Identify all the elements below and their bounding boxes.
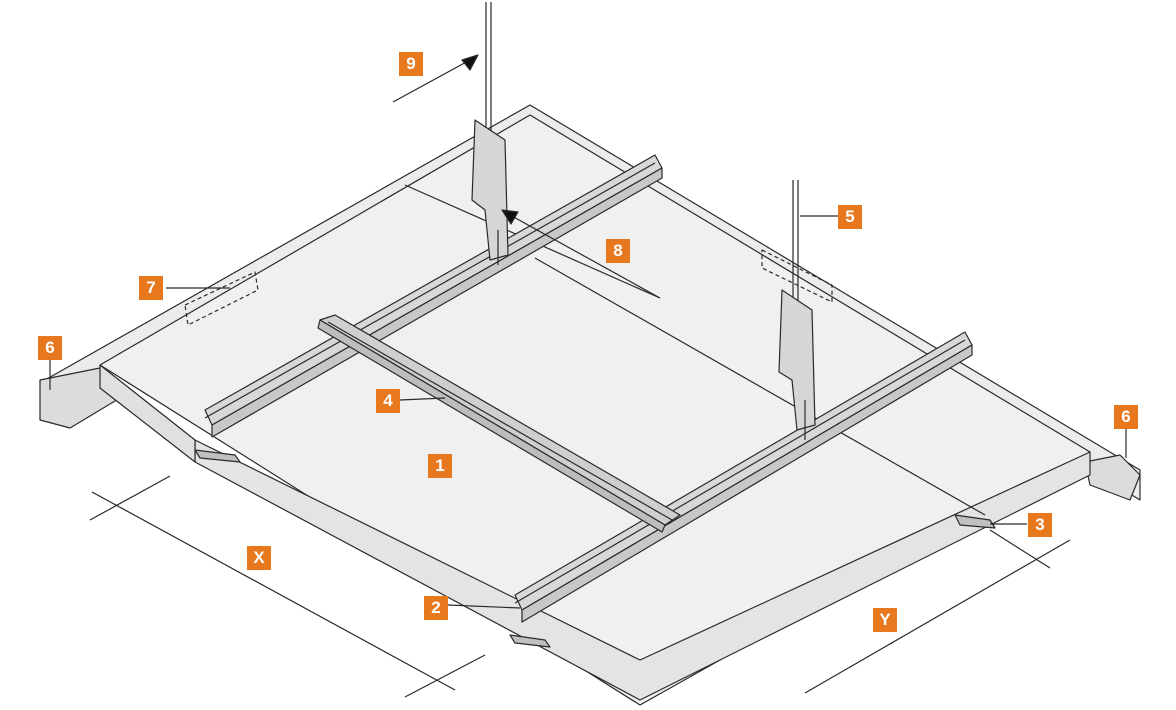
- callout-9: 9: [399, 52, 423, 76]
- main-runner-right: [509, 331, 996, 648]
- hanger-rod-5: [778, 180, 816, 440]
- clip-dashed-left: [184, 271, 259, 326]
- leader-8: [509, 214, 661, 299]
- callout-7: 7: [139, 276, 163, 300]
- panel-joint-line-mid: [534, 257, 986, 516]
- dimension-y-tick: [989, 529, 1051, 569]
- dimension-x-tick-top: [89, 475, 171, 521]
- callout-6-left: 6: [38, 336, 62, 360]
- main-runner-left: [194, 154, 663, 463]
- dimension-y-label: Y: [873, 608, 897, 632]
- callout-6-right: 6: [1114, 405, 1138, 429]
- leader-2: [447, 604, 521, 609]
- leader-4: [399, 397, 446, 401]
- ceiling-panel-left-side: [99, 364, 196, 463]
- callout-3: 3: [1028, 513, 1052, 537]
- clip-dashed-right: [761, 249, 833, 303]
- wall-angle-right: [1084, 454, 1141, 501]
- dimension-x-tick-bottom: [404, 654, 486, 698]
- callout-4: 4: [376, 389, 400, 413]
- hanger-rod-9: [471, 2, 509, 265]
- dimension-x-label: X: [247, 546, 271, 570]
- arrowhead-9: [461, 54, 479, 71]
- callout-2: 2: [424, 596, 448, 620]
- dimension-x-line: [91, 491, 456, 691]
- cross-profile: [317, 314, 681, 533]
- arrowhead-8: [501, 209, 519, 225]
- dimension-y-line: [804, 539, 1071, 694]
- callout-8: 8: [606, 239, 630, 263]
- callout-1: 1: [428, 454, 452, 478]
- leader-9: [392, 59, 471, 103]
- callout-5: 5: [838, 205, 862, 229]
